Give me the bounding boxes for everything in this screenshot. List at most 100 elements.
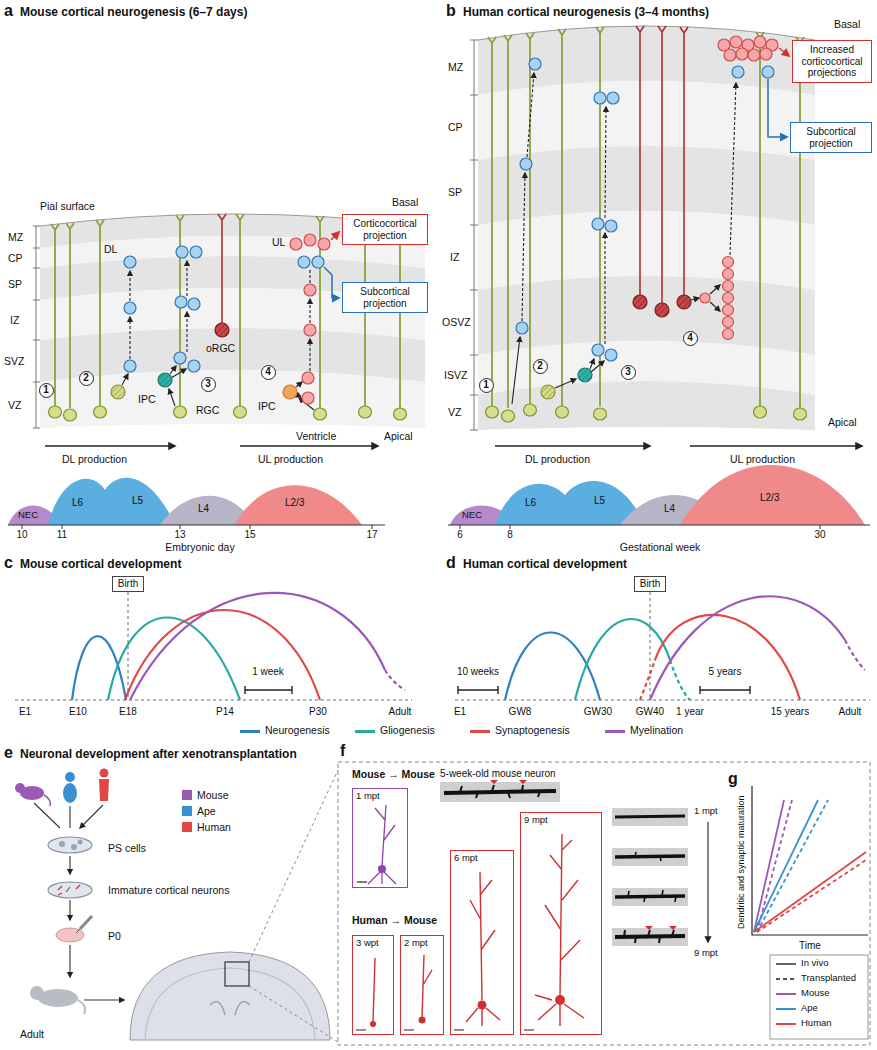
neuron-morphology xyxy=(615,936,685,937)
legend-text: Human xyxy=(197,821,231,833)
time-label: 1 mpt xyxy=(694,806,718,817)
timeline-human xyxy=(690,445,862,446)
radial-glia-cells xyxy=(556,406,569,418)
mouse-neurons xyxy=(304,324,316,336)
layer-label: CP xyxy=(8,252,23,264)
legend-swatch xyxy=(182,806,192,816)
human-development-curves xyxy=(650,592,651,700)
xenotransplant-workflow xyxy=(56,928,84,942)
panel-letter: b xyxy=(446,2,456,20)
node-text: 2 mpt xyxy=(404,938,440,949)
legend-text: Synaptogenesis xyxy=(495,724,570,736)
node-text: Corticocortical projection xyxy=(347,218,423,241)
projection-arrows xyxy=(324,267,339,298)
layer-label: MZ xyxy=(8,231,23,243)
node-text: Birth xyxy=(118,578,139,590)
human-neurons xyxy=(723,269,734,280)
human-neurons xyxy=(700,36,778,340)
node-text: Subcortical projection xyxy=(347,286,423,309)
maturation-plot xyxy=(757,800,828,932)
human-neurons xyxy=(516,36,778,382)
phase-label: UL production xyxy=(730,453,795,465)
radial-glia-fibers xyxy=(236,214,244,406)
mouse-neurons xyxy=(124,234,330,404)
legend-swatch xyxy=(240,730,260,733)
mouse-lineage-arrows xyxy=(309,270,310,283)
projection-arrows xyxy=(768,79,787,137)
neuron-morphology xyxy=(338,762,870,1045)
neuron-morphology xyxy=(338,762,870,1045)
human-lineage-arrows xyxy=(512,337,520,404)
layer-wave-label: L4 xyxy=(664,503,675,515)
radial-glia-fibers xyxy=(756,32,764,406)
human-neurons xyxy=(723,257,734,268)
projection-arrows xyxy=(768,48,789,137)
neuron-morphology xyxy=(624,930,674,943)
mouse-neurons xyxy=(298,256,310,268)
neuron-morphology xyxy=(612,848,688,866)
human-lineage-arrows xyxy=(691,298,699,300)
radial-glia-cells xyxy=(594,408,607,420)
legend-text: In vivo xyxy=(801,958,828,969)
node-text: 6 mpt xyxy=(454,853,510,864)
mouse-neurons xyxy=(290,238,302,250)
cell-label: IPC xyxy=(138,393,156,405)
neuron-panel: 1 mpt xyxy=(352,788,408,888)
neuron-morphology xyxy=(378,865,386,873)
maturation-plot xyxy=(776,978,796,980)
axis-title: Embryonic day xyxy=(165,541,234,553)
human-lineage-arrows xyxy=(527,73,534,157)
xenotransplant-workflow xyxy=(34,803,103,828)
human-neurons xyxy=(677,295,691,309)
node-text: 1 xyxy=(480,379,493,392)
panel-title: Mouse cortical neurogenesis (6–7 days) xyxy=(20,6,247,20)
neuron-morphology xyxy=(368,805,396,884)
layer-label: CP xyxy=(448,121,463,133)
human-development-curves xyxy=(655,615,800,700)
human-neurons xyxy=(605,220,617,232)
human-neurons xyxy=(633,295,647,309)
xenotransplant-workflow xyxy=(225,962,249,986)
surface-label: Pial surface xyxy=(40,200,95,212)
neuron-morphology xyxy=(373,834,584,1026)
mouse-lineage-arrows xyxy=(186,261,187,296)
timeline-mouse xyxy=(48,478,175,525)
timeline-mouse xyxy=(8,446,385,529)
human-neurons xyxy=(723,293,734,304)
projection-box: Subcortical projection xyxy=(342,282,428,313)
mouse-development-curves xyxy=(245,686,292,694)
radial-glia-fibers xyxy=(361,220,369,406)
legend-text: Gliogenesis xyxy=(380,724,435,736)
ogrc-fibers xyxy=(636,26,644,295)
axis-label: Apical xyxy=(384,430,413,442)
layer-wave-label: L5 xyxy=(594,495,605,507)
mouse-neurons xyxy=(283,385,297,399)
legend-text: Human xyxy=(801,1018,832,1029)
mouse-lineage-arrows xyxy=(297,395,301,397)
xenotransplant-workflow xyxy=(65,772,75,782)
radial-glia-fibers xyxy=(504,35,512,408)
human-lineage-arrows xyxy=(604,233,605,344)
tick-label: E10 xyxy=(69,706,87,718)
human-neurons xyxy=(748,49,760,61)
xenotransplant-workflow xyxy=(69,856,70,874)
radial-glia-cells xyxy=(234,406,247,418)
radial-glia-cells xyxy=(49,385,407,421)
mouse-lineage-arrows xyxy=(296,382,302,387)
mouse-neurons xyxy=(215,323,229,337)
node-text: Increased corticocortical projections xyxy=(797,44,867,79)
mouse-lineage-arrows xyxy=(122,374,128,385)
timeline-mouse xyxy=(240,445,378,446)
human-neurons xyxy=(633,295,691,317)
projection-box: Increased corticocortical projections xyxy=(792,40,872,83)
mouse-development-curves xyxy=(72,636,126,700)
tick-label: 15 years xyxy=(771,706,809,718)
neuron-morphology xyxy=(645,926,677,930)
mouse-development-curves xyxy=(125,610,320,700)
human-neurons xyxy=(754,36,766,48)
neuron-morphology xyxy=(478,1001,487,1010)
human-development-curves xyxy=(455,592,870,700)
mouse-cortex-layers xyxy=(33,226,40,428)
neuron-morphology xyxy=(615,856,685,857)
tick-label: 17 xyxy=(366,529,377,541)
